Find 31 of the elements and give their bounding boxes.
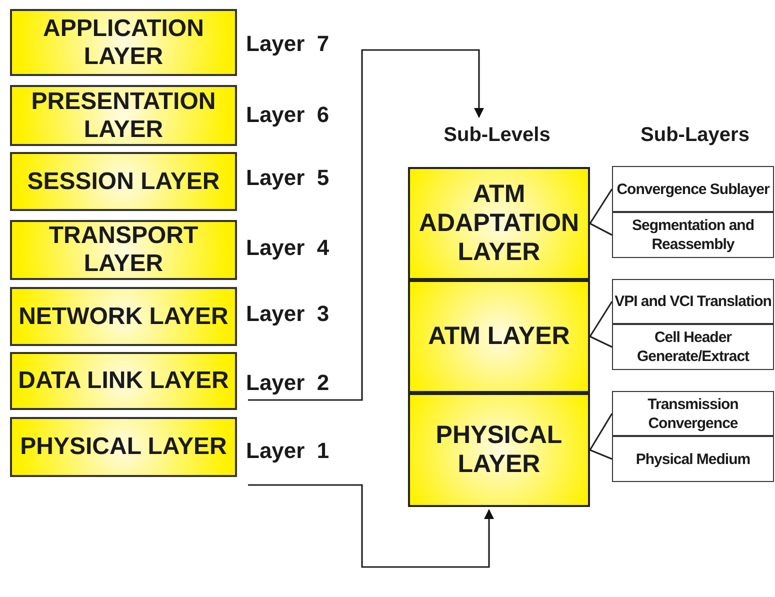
column-heading: Sub-Layers <box>640 123 750 148</box>
bracket-line <box>589 413 613 450</box>
layer-number-label: Layer 6 <box>246 100 342 130</box>
sublayer-box: VPI and VCI Translation <box>612 279 774 324</box>
sublayer-box: Segmentation and Reassembly <box>612 212 774 258</box>
layer-box: DATA LINK LAYER <box>10 352 237 410</box>
layer-number-label: Layer 5 <box>246 163 342 193</box>
bracket-line <box>589 301 613 337</box>
connector-arrow <box>248 484 494 568</box>
layer-box: PHYSICAL LAYER <box>408 393 590 507</box>
bracket-line <box>589 188 613 224</box>
bracket-line <box>590 336 612 348</box>
sublayer-box: Cell Header Generate/Extract <box>612 324 774 370</box>
layer-number-label: Layer 7 <box>246 29 342 59</box>
layer-box: PRESENTATION LAYER <box>10 85 237 146</box>
bracket-line <box>590 222 612 236</box>
sublayer-box: Physical Medium <box>612 436 774 482</box>
layer-box: APPLICATION LAYER <box>10 9 237 76</box>
sublayer-box: Transmission Convergence <box>612 391 774 436</box>
layer-box: SESSION LAYER <box>10 152 237 211</box>
layer-box: TRANSPORT LAYER <box>10 220 237 280</box>
sublayer-box: Convergence Sublayer <box>612 166 774 212</box>
layer-number-label: Layer 1 <box>246 436 342 485</box>
layer-number-label: Layer 2 <box>246 368 342 400</box>
layer-number-label: Layer 3 <box>246 299 342 329</box>
connector-arrow <box>248 49 484 401</box>
bracket-line <box>590 449 612 460</box>
layer-number-label: Layer 4 <box>246 233 342 263</box>
layer-box: ATM LAYER <box>408 280 590 393</box>
layer-box: ATM ADAPTATION LAYER <box>408 167 590 280</box>
column-heading: Sub-Levels <box>430 120 564 150</box>
